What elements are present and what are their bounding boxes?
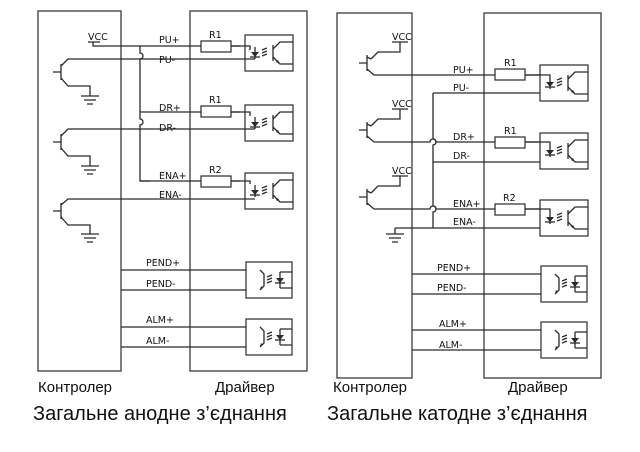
cathode-diagram: VCC VCC VCC R1 R1 R2 PU+ PU- DR+ xyxy=(336,12,602,379)
resistor-label: R1 xyxy=(504,58,517,69)
optocoupler-alm xyxy=(540,321,588,359)
transistor-1: VCC xyxy=(359,32,540,76)
controller-box xyxy=(37,10,122,372)
transistor-3: VCC xyxy=(359,166,540,210)
transistor-3 xyxy=(53,198,245,243)
ena-plus-label: ENA+ xyxy=(453,199,481,210)
optocoupler-ena xyxy=(244,172,294,210)
optocoupler-alm xyxy=(245,318,293,356)
alm-minus-label: ALM- xyxy=(439,340,462,351)
controller-box xyxy=(336,12,413,379)
alm-plus-label: ALM+ xyxy=(146,315,174,326)
transistor-2: VCC xyxy=(359,99,540,143)
optocoupler-dr xyxy=(539,132,589,170)
pend-plus-label: PEND+ xyxy=(437,263,471,274)
pend-plus-label: PEND+ xyxy=(146,258,180,269)
controller-caption: Контролер xyxy=(38,379,113,396)
ena-plus-label: ENA+ xyxy=(159,171,187,182)
vcc-label: VCC xyxy=(392,99,412,110)
optocoupler-dr xyxy=(244,104,294,142)
cathode-title: Загальне катодне з’єднання xyxy=(327,403,588,425)
pu-minus-label: PU- xyxy=(159,55,175,66)
optocoupler-ena xyxy=(539,199,589,237)
vcc-label: VCC xyxy=(392,166,412,177)
dr-minus-label: DR- xyxy=(453,151,470,162)
anode-title: Загальне анодне з’єднання xyxy=(33,403,287,425)
pu-plus-label: PU+ xyxy=(453,65,474,76)
vcc-label: VCC xyxy=(88,32,108,43)
resistor-label: R1 xyxy=(504,126,517,137)
pend-minus-label: PEND- xyxy=(146,279,176,290)
driver-caption: Драйвер xyxy=(215,379,275,396)
pu-plus-label: PU+ xyxy=(159,35,180,46)
controller-caption: Контролер xyxy=(333,379,408,396)
ena-minus-label: ENA- xyxy=(159,190,182,201)
resistor-label: R1 xyxy=(209,95,222,106)
pu-minus-label: PU- xyxy=(453,83,469,94)
vcc-label: VCC xyxy=(392,32,412,43)
resistor-label: R2 xyxy=(503,193,516,204)
dr-minus-label: DR- xyxy=(159,123,176,134)
optocoupler-pend xyxy=(540,265,588,303)
anode-diagram: VCC R1 R1 R2 xyxy=(37,10,308,372)
dr-plus-label: DR+ xyxy=(453,132,475,143)
transistor-2 xyxy=(53,128,140,175)
alm-minus-label: ALM- xyxy=(146,336,169,347)
driver-caption: Драйвер xyxy=(508,379,568,396)
transistor-1 xyxy=(53,58,140,105)
dr-plus-label: DR+ xyxy=(159,103,181,114)
driver-box xyxy=(483,12,602,379)
driver-box xyxy=(189,10,308,372)
resistor-label: R2 xyxy=(209,165,222,176)
alm-plus-label: ALM+ xyxy=(439,319,467,330)
optocoupler-pu xyxy=(539,64,589,102)
resistor-label: R1 xyxy=(209,30,222,41)
optocoupler-pu xyxy=(244,34,294,72)
optocoupler-pend xyxy=(245,261,293,299)
ena-minus-label: ENA- xyxy=(453,217,476,228)
pend-minus-label: PEND- xyxy=(437,283,467,294)
